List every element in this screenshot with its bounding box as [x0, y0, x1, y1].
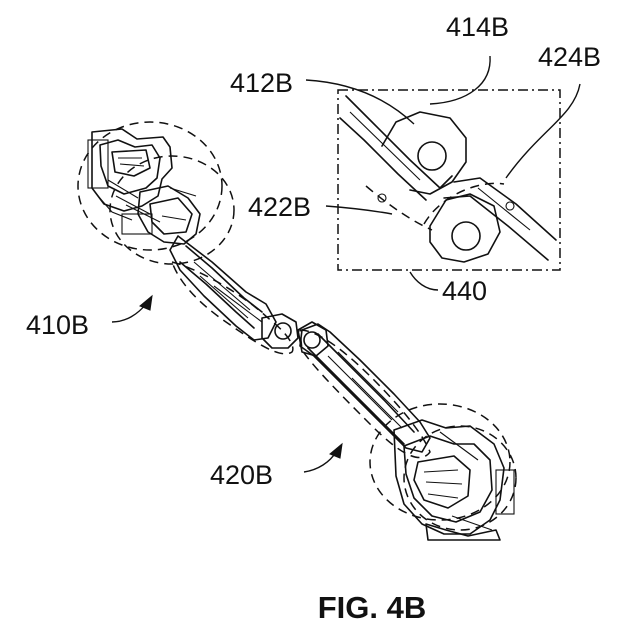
- detail-view-440: [338, 90, 560, 270]
- leader-424b: [506, 84, 580, 178]
- end-assembly-410b: [78, 122, 234, 264]
- label-420b: 420B: [210, 460, 273, 490]
- leader-440: [410, 272, 438, 290]
- label-414b: 414B: [446, 12, 509, 42]
- label-424b: 424B: [538, 42, 601, 72]
- label-410b: 410B: [26, 310, 89, 340]
- leader-412b: [306, 80, 414, 124]
- link-arm-410b: [170, 236, 298, 354]
- end-assembly-420b: [370, 404, 516, 540]
- arrow-420b-head: [330, 444, 342, 458]
- label-412b: 412B: [230, 68, 293, 98]
- leader-422b: [326, 206, 392, 214]
- label-440: 440: [442, 276, 487, 306]
- link-arm-420b: [298, 322, 430, 458]
- leader-414b: [430, 56, 490, 104]
- label-422b: 422B: [248, 192, 311, 222]
- figure-caption: FIG. 4B: [318, 590, 427, 625]
